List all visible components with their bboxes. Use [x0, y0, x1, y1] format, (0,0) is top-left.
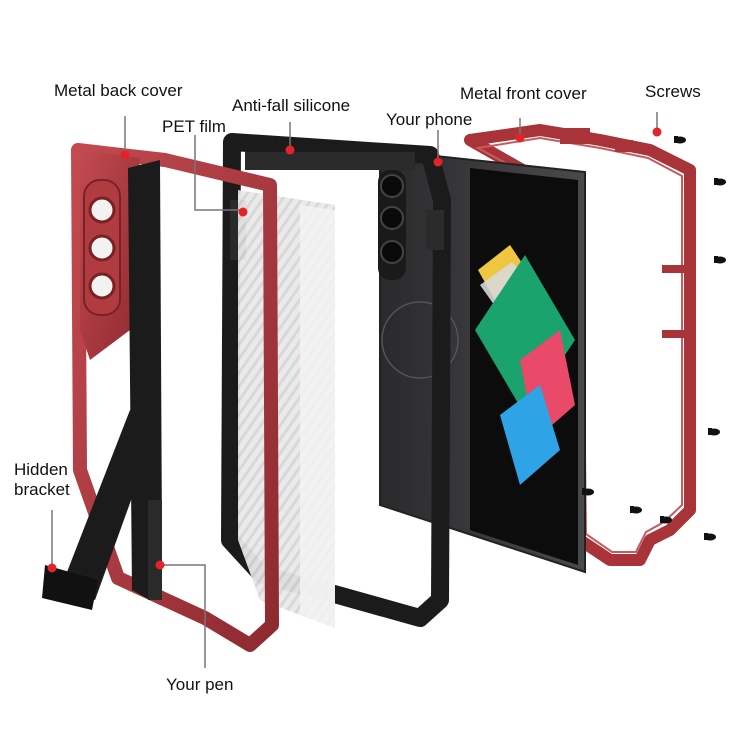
metal-back-cover: [71, 143, 279, 652]
label-your-pen: Your pen: [166, 675, 234, 694]
label-metal-back-cover: Metal back cover: [54, 81, 183, 100]
pointer-dot-icon: [47, 563, 57, 573]
screw-icon: [674, 136, 686, 144]
label-hidden-bracket: Hidden bracket: [14, 460, 70, 499]
pen-holder: [128, 160, 162, 600]
pointer-dot-icon: [433, 157, 443, 167]
screw-icon: [708, 428, 720, 436]
pointer-dots: [47, 127, 662, 573]
label-pet-film: PET film: [162, 117, 226, 136]
pointer-dot-icon: [285, 145, 295, 155]
pointer-line-pet-film: [194, 135, 243, 211]
pointer-dot-icon: [515, 133, 525, 143]
screw-icon: [714, 178, 726, 186]
phone: [378, 148, 586, 574]
pointer-dot-icon: [238, 207, 248, 217]
pointer-dot-icon: [155, 560, 165, 570]
label-screws: Screws: [645, 82, 701, 101]
label-anti-fall-silicone: Anti-fall silicone: [232, 96, 351, 115]
screw-icon: [630, 506, 642, 514]
screw-icon: [704, 533, 716, 541]
pointer-line-pen: [160, 564, 206, 668]
hidden-bracket: [42, 410, 160, 610]
pet-film: [238, 190, 335, 628]
label-metal-front-cover: Metal front cover: [460, 84, 587, 103]
screen-logo: [475, 245, 575, 485]
label-your-phone: Your phone: [386, 110, 473, 129]
pointer-dot-icon: [120, 150, 130, 160]
pointer-dot-icon: [652, 127, 662, 137]
screws: [582, 136, 726, 541]
screw-icon: [660, 516, 672, 524]
screw-icon: [582, 488, 594, 496]
screw-icon: [714, 256, 726, 264]
